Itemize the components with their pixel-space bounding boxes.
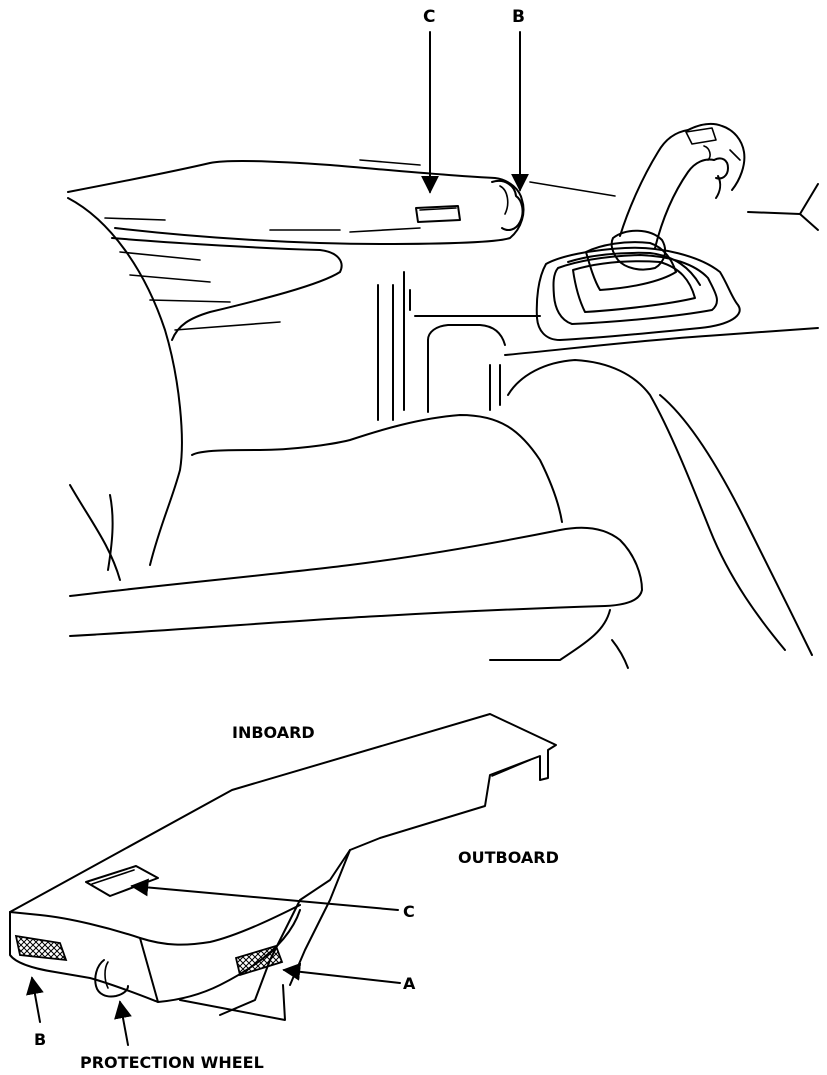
- top-label-b: B: [512, 7, 525, 27]
- seat-cushion: [69, 414, 643, 669]
- protection-wheel-icon: [94, 959, 129, 998]
- inboard-label: INBOARD: [232, 723, 315, 742]
- arrow-a: [282, 962, 401, 984]
- cockpit-view: C B: [67, 7, 819, 669]
- protection-wheel-label: PROTECTION WHEEL: [80, 1053, 264, 1072]
- armrest-installed: [67, 159, 616, 245]
- left-seat-structure: [67, 197, 343, 581]
- arrow-c: [130, 878, 399, 911]
- center-column: [377, 271, 819, 421]
- right-side-structure: [507, 183, 819, 656]
- control-stick: [535, 122, 746, 341]
- arrow-b: [26, 976, 44, 1023]
- armrest-detail-view: INBOARD OUTBOARD C A B PROTECTION WHEEL: [9, 713, 559, 1072]
- slot-c: [85, 865, 159, 897]
- arrow-protection-wheel: [114, 1000, 132, 1046]
- pad-b: [14, 934, 68, 962]
- bottom-label-a: A: [403, 974, 416, 993]
- outboard-label: OUTBOARD: [458, 848, 559, 867]
- bottom-label-b: B: [34, 1030, 46, 1049]
- pad-a: [234, 944, 284, 977]
- top-label-c: C: [423, 7, 435, 27]
- armrest-body: [9, 713, 557, 1016]
- bottom-label-c: C: [403, 902, 415, 921]
